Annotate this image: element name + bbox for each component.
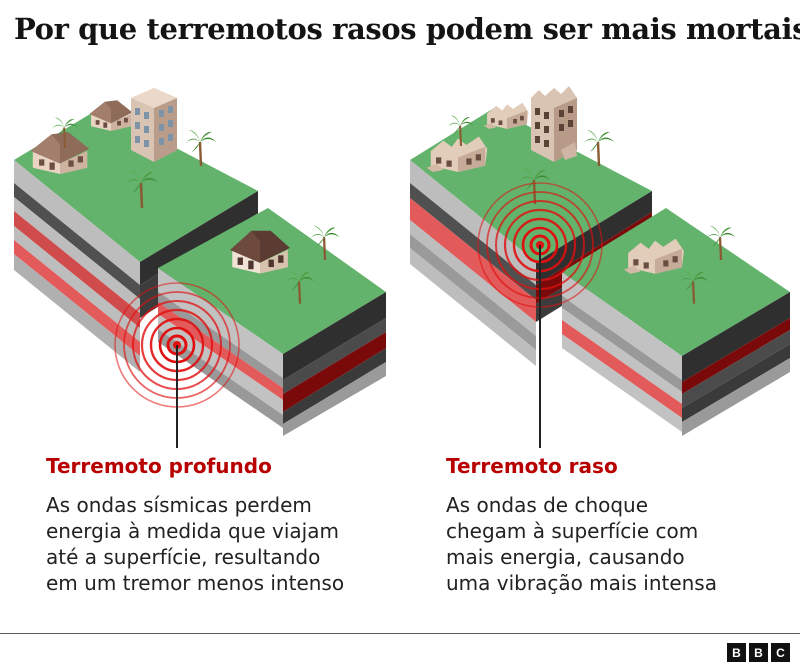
bbc-logo: B B C (727, 643, 790, 662)
deep-quake-description: As ondas sísmicas perdem energia à medid… (46, 492, 401, 596)
deep-quake-heading: Terremoto profundo (46, 454, 272, 478)
shallow-quake-description: As ondas de choque chegam à superfície c… (446, 492, 800, 596)
shallow-line-2: chegam à superfície com (446, 519, 699, 543)
left-front-block (158, 208, 386, 436)
logo-letter: B (749, 643, 768, 662)
right-front-block (562, 208, 790, 436)
deep-line-1: As ondas sísmicas perdem (46, 493, 312, 517)
deep-line-3: até a superfície, resultando (46, 545, 321, 569)
shallow-line-4: uma vibração mais intensa (446, 571, 717, 595)
shallow-line-3: mais energia, causando (446, 545, 685, 569)
diagram-illustration (14, 86, 790, 448)
deep-line-4: em um tremor menos intenso (46, 571, 345, 595)
deep-line-2: energia à medida que viajam (46, 519, 339, 543)
shallow-line-1: As ondas de choque (446, 493, 649, 517)
logo-letter: B (727, 643, 746, 662)
footer-divider (0, 633, 800, 634)
shallow-quake-heading: Terremoto raso (446, 454, 618, 478)
logo-letter: C (771, 643, 790, 662)
page-title: Por que terremotos rasos podem ser mais … (14, 12, 800, 46)
